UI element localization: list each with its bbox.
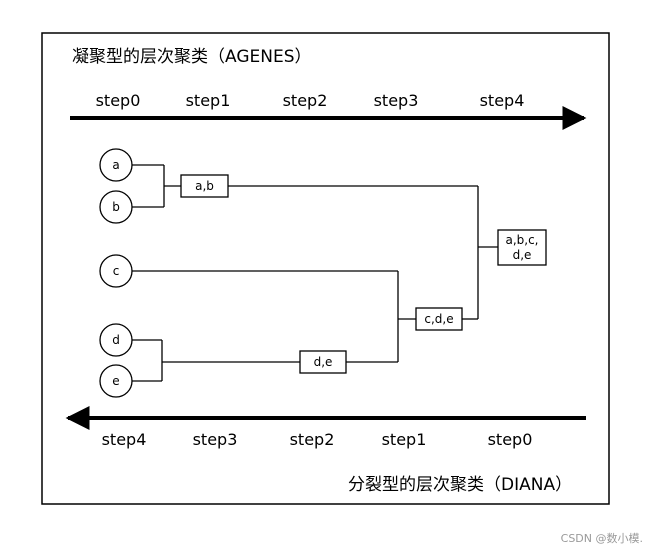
cluster-label-all-line2: d,e — [513, 248, 532, 262]
cluster-label-cde: c,d,e — [424, 312, 453, 326]
diana-step-0: step0 — [488, 430, 533, 449]
leaf-label-e: e — [112, 374, 119, 388]
agnes-step-2: step2 — [283, 91, 328, 110]
watermark: CSDN @数小模. — [561, 532, 643, 545]
dendrogram-links — [132, 164, 498, 382]
diana-step-2: step2 — [290, 430, 335, 449]
leaf-node-b: b — [99, 190, 133, 224]
leaf-node-c: c — [99, 254, 133, 288]
leaf-label-a: a — [112, 158, 119, 172]
cluster-box-cde: c,d,e — [415, 307, 463, 331]
agnes-step-4: step4 — [480, 91, 525, 110]
cluster-label-de: d,e — [314, 355, 333, 369]
agnes-step-3: step3 — [374, 91, 419, 110]
leaf-node-e: e — [99, 364, 133, 398]
cluster-label-all-line1: a,b,c, — [505, 233, 538, 247]
diana-step-3: step3 — [193, 430, 238, 449]
diana-step-1: step1 — [382, 430, 427, 449]
cluster-box-ab: a,b — [180, 174, 229, 198]
agnes-step-0: step0 — [96, 91, 141, 110]
cluster-label-ab: a,b — [195, 179, 214, 193]
leaf-label-d: d — [112, 333, 120, 347]
agnes-title: 凝聚型的层次聚类（AGENES） — [72, 47, 312, 67]
agnes-step-1: step1 — [186, 91, 231, 110]
leaf-node-a: a — [99, 148, 133, 182]
leaf-node-d: d — [99, 323, 133, 357]
diana-title: 分裂型的层次聚类（DIANA） — [348, 475, 572, 495]
diana-step-4: step4 — [102, 430, 147, 449]
cluster-box-de: d,e — [299, 350, 347, 374]
leaf-label-c: c — [113, 264, 120, 278]
diagram-frame — [41, 32, 610, 505]
leaf-label-b: b — [112, 200, 120, 214]
cluster-box-all: a,b,c, d,e — [497, 229, 547, 266]
